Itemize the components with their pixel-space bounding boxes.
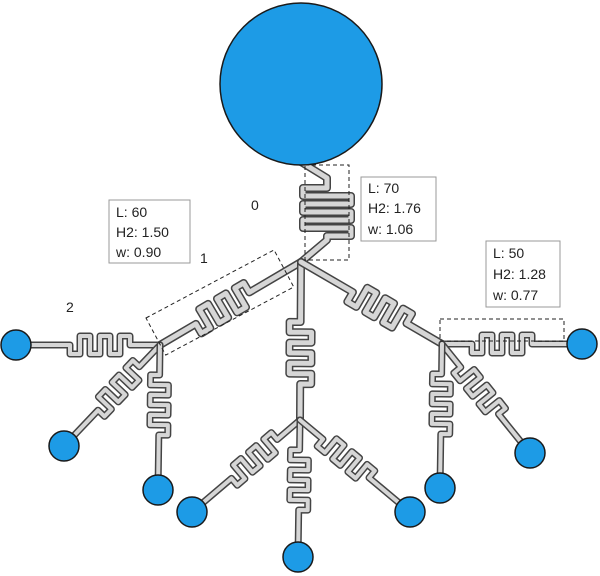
param-H2: H2: 1.76: [368, 200, 421, 216]
channel-gen1-0: [157, 259, 304, 348]
outlet-reservoir-1-0: [176, 496, 208, 528]
channel-gen2-2-2: [429, 342, 453, 490]
param-H2: H2: 1.50: [116, 224, 169, 240]
channel-gen2-0-0: [14, 334, 162, 356]
channel-gen2-0-2: [147, 343, 171, 492]
outlet-reservoir-0-0: [0, 329, 32, 361]
param-w: w: 0.90: [115, 244, 161, 260]
segment-2-bbox: [439, 318, 565, 342]
param-w: w: 0.77: [492, 287, 538, 303]
outlet-reservoir-2-0: [566, 328, 598, 360]
param-box-gen0: L: 70 H2: 1.76 w: 1.06: [360, 176, 437, 242]
channel-gen2-2-1: [440, 342, 532, 455]
channel-gen2-0-1: [62, 343, 162, 448]
channel-gen1-2: [298, 259, 445, 347]
param-w: w: 1.06: [367, 221, 413, 237]
generation-1-label: 1: [200, 250, 208, 266]
inlet-reservoir: [219, 2, 383, 166]
segment-0-bbox: [304, 164, 350, 261]
generation-2-label: 2: [66, 299, 74, 315]
param-H2: H2: 1.28: [493, 266, 546, 282]
channel-gen2-1-1: [287, 418, 311, 559]
channel-gen0: [298, 159, 354, 265]
param-L: L: 50: [493, 245, 524, 261]
outlet-reservoir-2-2: [424, 472, 456, 504]
outlet-reservoir-0-1: [48, 430, 80, 462]
channel-network: [12, 158, 586, 561]
param-L: L: 60: [116, 204, 147, 220]
outlet-reservoir-1-1: [282, 541, 314, 573]
channel-gen2-1-2: [298, 418, 412, 514]
outlet-reservoir-2-1: [514, 437, 546, 469]
param-box-gen1: L: 60 H2: 1.50 w: 0.90: [108, 199, 191, 264]
segment-1-bbox: [145, 249, 295, 356]
param-box-gen2: L: 50 H2: 1.28 w: 0.77: [485, 240, 561, 308]
channel-gen2-2-0: [440, 333, 584, 355]
channel-gen1-1: [286, 259, 315, 423]
channel-gen2-1-0: [190, 418, 302, 514]
param-L: L: 70: [368, 180, 399, 196]
generation-0-label: 0: [251, 197, 259, 213]
outlet-reservoir-1-2: [394, 496, 426, 528]
outlet-reservoir-0-2: [142, 474, 174, 506]
